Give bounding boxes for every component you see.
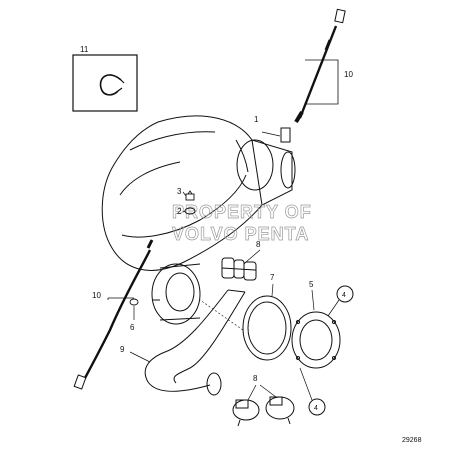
- callout-8-lower: 8: [253, 374, 258, 383]
- figure-number: 29268: [402, 437, 422, 444]
- callout-2: 2: [177, 207, 182, 216]
- exhaust-elbow-1: [101, 115, 296, 271]
- watermark-line-1: PROPERTY OF: [172, 202, 312, 222]
- callout-3: 3: [177, 187, 182, 196]
- inset-box-part-11: 11: [72, 45, 138, 112]
- gasket-7: [199, 295, 292, 361]
- callout-4-upper: 4: [342, 292, 346, 299]
- hose-clamps-8-upper: [221, 257, 257, 281]
- hose-clamps-8-lower: [232, 396, 295, 427]
- callout-7: 7: [270, 273, 275, 282]
- elbow-outlet-flange: [151, 263, 201, 325]
- watermark-line-2: VOLVO PENTA: [172, 224, 309, 244]
- plug-3: [185, 190, 195, 201]
- reference-4-upper: 4: [336, 285, 354, 303]
- hose-clip-11: [99, 74, 122, 96]
- sensor-port: [280, 127, 291, 143]
- exhaust-hose-9: [144, 289, 246, 396]
- sensor-cable-10-lower: [73, 239, 154, 390]
- callout-11: 11: [80, 45, 89, 54]
- callout-6: 6: [130, 323, 135, 332]
- callout-10-lower: 10: [92, 291, 101, 300]
- callout-9: 9: [120, 345, 125, 354]
- callout-5: 5: [309, 280, 314, 289]
- sensor-cable-10-upper: [294, 8, 346, 124]
- callout-4-lower: 4: [314, 405, 318, 412]
- callout-1: 1: [254, 115, 259, 124]
- clamp-6: [129, 298, 139, 306]
- flange-ring-5: [291, 311, 341, 369]
- reference-4-lower: 4: [308, 398, 326, 416]
- watermark: PROPERTY OF VOLVO PENTA: [172, 202, 312, 245]
- callout-10-upper: 10: [344, 70, 353, 79]
- callout-8-upper: 8: [256, 240, 261, 249]
